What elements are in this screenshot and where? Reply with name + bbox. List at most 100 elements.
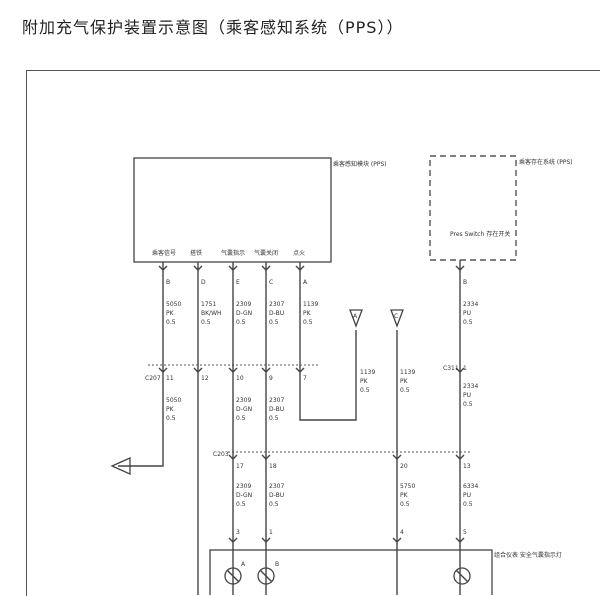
airbag-indicator-lamp-icon [224, 567, 471, 585]
svg-text:3: 3 [236, 529, 240, 536]
svg-text:D-GN: D-GN [236, 406, 252, 413]
svg-text:PK: PK [400, 492, 409, 499]
svg-text:18: 18 [269, 463, 277, 470]
module-pin-markers [158, 265, 465, 271]
lower-wire-labels: 2309 D-GN 0.5 2307 D-BU 0.5 5750 PK 0.5 … [236, 483, 478, 508]
upper-wire-labels: 5050 PK 0.5 1751 BK/WH 0.5 2309 D-GN 0.5… [166, 301, 478, 326]
svg-text:1: 1 [269, 529, 273, 536]
svg-text:D-BU: D-BU [269, 492, 284, 499]
svg-text:0.5: 0.5 [269, 319, 279, 326]
power-feed-a-icon [349, 309, 363, 328]
indicator-pin-b: B [275, 561, 279, 568]
svg-text:0.5: 0.5 [236, 501, 246, 508]
svg-text:0.5: 0.5 [463, 401, 473, 408]
power-feed-c-icon [390, 309, 404, 328]
presence-switch-label: Pres Switch 存在开关 [450, 230, 510, 238]
svg-text:D-BU: D-BU [269, 310, 284, 317]
svg-text:0.5: 0.5 [166, 319, 176, 326]
svg-text:D-GN: D-GN [236, 310, 252, 317]
connector-c203-pins: 17 18 20 13 [228, 454, 471, 470]
passenger-sensing-module [133, 157, 332, 263]
svg-text:0.5: 0.5 [463, 319, 473, 326]
cluster-label: 组合仪表 安全气囊指示灯 [494, 551, 562, 559]
svg-text:13: 13 [463, 463, 471, 470]
module-pin-name-2: 搭铁 [190, 249, 202, 257]
connector-c311-label: C311 [443, 365, 459, 372]
ground-arrow-icon [110, 456, 131, 476]
svg-text:2307: 2307 [269, 301, 284, 308]
svg-text:0.5: 0.5 [463, 501, 473, 508]
svg-text:D-GN: D-GN [236, 492, 252, 499]
presence-module-label: 乘客存在系统 (PPS) [519, 158, 573, 166]
svg-text:5: 5 [463, 529, 467, 536]
svg-text:9: 9 [269, 375, 273, 382]
svg-text:2309: 2309 [236, 483, 251, 490]
svg-text:1139: 1139 [400, 369, 415, 376]
svg-text:D-BU: D-BU [269, 406, 284, 413]
svg-text:2334: 2334 [463, 383, 478, 390]
svg-text:0.5: 0.5 [303, 319, 313, 326]
svg-text:6334: 6334 [463, 483, 478, 490]
svg-text:0.5: 0.5 [400, 387, 410, 394]
svg-text:PK: PK [400, 378, 409, 385]
svg-text:PK: PK [166, 310, 175, 317]
svg-text:7: 7 [303, 375, 307, 382]
svg-text:2309: 2309 [236, 397, 251, 404]
svg-text:2307: 2307 [269, 483, 284, 490]
svg-text:PU: PU [463, 492, 471, 499]
connector-c311-pin: 1 [463, 365, 467, 372]
mid-wire-labels: 5050 PK 0.5 2309 D-GN 0.5 2307 D-BU 0.5 … [166, 369, 478, 422]
svg-text:5050: 5050 [166, 397, 181, 404]
module-pin-1: B [166, 279, 170, 286]
ground-ref-a: A [353, 313, 358, 320]
svg-text:1139: 1139 [360, 369, 375, 376]
svg-text:10: 10 [236, 375, 244, 382]
connector-c207-pins: 11 12 10 9 7 [158, 367, 465, 382]
svg-text:0.5: 0.5 [360, 387, 370, 394]
presence-module [429, 155, 517, 261]
svg-text:0.5: 0.5 [166, 415, 176, 422]
module-pin-name-1: 乘客信号 [152, 249, 176, 257]
svg-text:0.5: 0.5 [400, 501, 410, 508]
connector-c203-label: C203 [213, 451, 229, 458]
module-pin-2: D [201, 279, 206, 286]
module-pin-4: C [269, 279, 273, 286]
module-pin-5: A [303, 279, 308, 286]
svg-text:12: 12 [201, 375, 209, 382]
svg-text:PK: PK [166, 406, 175, 413]
svg-text:0.5: 0.5 [236, 415, 246, 422]
presence-pin: B [463, 279, 467, 286]
svg-text:PU: PU [463, 310, 471, 317]
diagram-frame [26, 70, 600, 596]
module-pin-name-5: 点火 [293, 249, 305, 257]
wire-b-to-ground [118, 365, 164, 467]
module-label: 乘客感知模块 (PPS) [333, 160, 387, 168]
module-pin-name-3: 气囊指示 [221, 249, 245, 257]
svg-text:2334: 2334 [463, 301, 478, 308]
wire-a-loop [299, 330, 357, 421]
module-pin-name-4: 气囊关闭 [254, 249, 278, 257]
svg-text:1751: 1751 [201, 301, 216, 308]
cluster-pins: 3 1 4 5 [228, 529, 467, 543]
svg-text:2307: 2307 [269, 397, 284, 404]
svg-text:4: 4 [400, 529, 404, 536]
svg-text:1139: 1139 [303, 301, 318, 308]
svg-text:20: 20 [400, 463, 408, 470]
svg-text:11: 11 [166, 375, 174, 382]
svg-text:17: 17 [236, 463, 244, 470]
instrument-cluster [209, 549, 493, 595]
page-title: 附加充气保护装置示意图（乘客感知系统（PPS）） [22, 18, 404, 37]
svg-text:0.5: 0.5 [269, 501, 279, 508]
svg-text:0.5: 0.5 [201, 319, 211, 326]
svg-text:5750: 5750 [400, 483, 415, 490]
svg-text:0.5: 0.5 [269, 415, 279, 422]
svg-text:5050: 5050 [166, 301, 181, 308]
svg-text:PU: PU [463, 392, 471, 399]
module-pin-3: E [236, 279, 240, 286]
svg-text:PK: PK [303, 310, 312, 317]
connector-c207-label: C207 [145, 375, 161, 382]
ground-ref-c: C [394, 313, 398, 320]
svg-text:BK/WH: BK/WH [201, 310, 222, 317]
indicator-pin-a: A [241, 561, 246, 568]
